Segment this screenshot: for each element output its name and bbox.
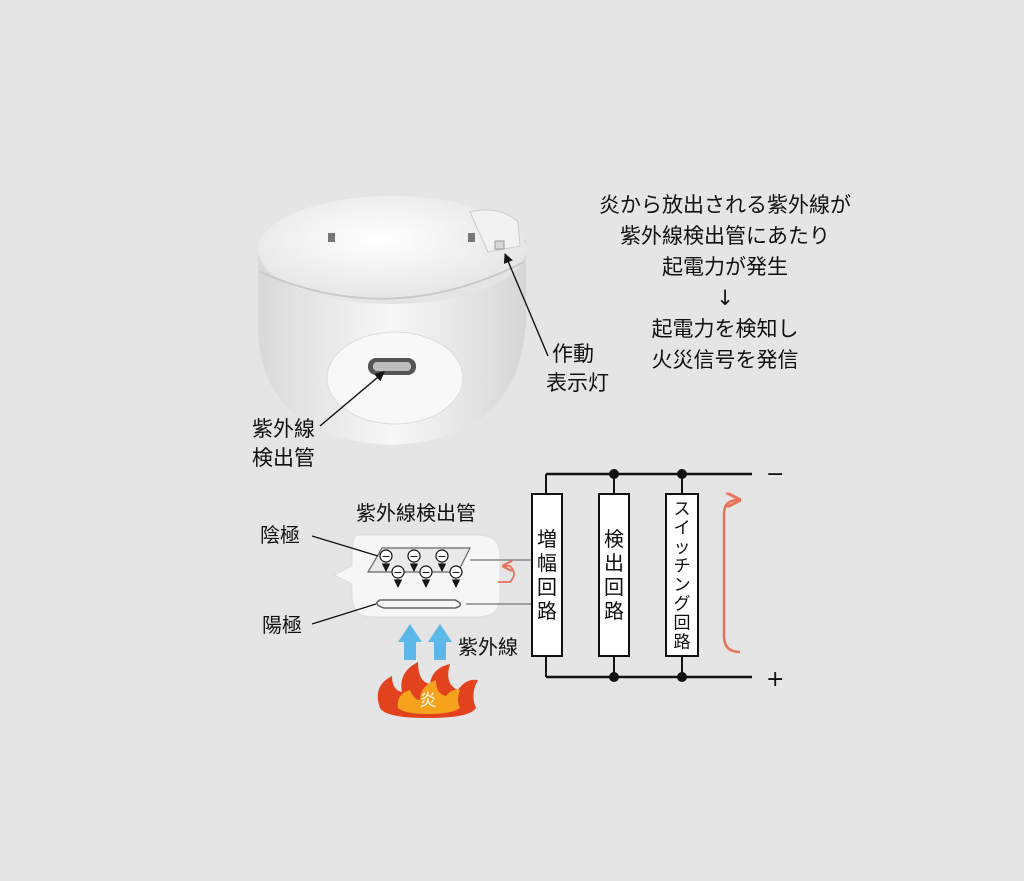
uv-tube-title: 紫外線検出管 [356,501,476,525]
sensor-dome [326,331,464,425]
anode-loop [376,599,462,609]
circuit-label-char: 出 [604,551,624,575]
plus-terminal: + [766,667,784,692]
electron-icon [435,549,449,563]
circuit-label-char: 路 [674,633,691,653]
description-line: 起電力を検知し [651,317,799,341]
electron-sign: − [381,550,390,563]
circuit-label-char: 回 [604,575,624,599]
circuit-label-char: イ [674,519,691,539]
electron-icon [419,565,433,579]
uv-arrows [398,624,452,660]
electron-sign: − [393,566,402,579]
circuit-label-char: 路 [537,599,557,623]
description-line: 炎から放出される紫外線が [599,193,851,217]
circuit-label-char: チ [674,557,691,577]
uv-tube-label-line2: 検出管 [252,446,315,470]
electron-icon [379,549,393,563]
circuit-label-char: ス [674,500,691,520]
seam-line [259,261,525,300]
circuit-label-char: 幅 [537,551,557,575]
circuit-label-char: 増 [537,527,557,551]
description-line: 起電力が発生 [662,255,788,279]
flame-label: 炎 [420,691,437,711]
electrons: −−−−−− [379,549,463,588]
vent-slot [468,233,475,242]
sensor-tube [373,362,411,371]
indicator-label-line2: 表示灯 [546,371,609,395]
indicator-label-line1: 作動 [552,342,594,366]
electron-icon [449,565,463,579]
indicator-lamp [494,240,505,250]
circuit-label-char: 検 [604,527,624,551]
circuit-label-char: 回 [674,614,691,634]
anode-label: 陽極 [262,613,302,637]
circuit-label-char: 路 [604,599,624,623]
flame-icon [377,662,478,718]
circuit-label-char: グ [674,595,691,615]
operation-description: 炎から放出される紫外線が 紫外線検出管にあたり 起電力が発生 ↓ 起電力を検知し… [560,190,890,376]
electron-icon [407,549,421,563]
cathode-label: 陰極 [260,523,300,547]
tube-current-arrow [498,566,515,583]
description-line: 火災信号を発信 [651,348,799,372]
flame-detector [258,196,526,445]
uv-arrow-icon [398,624,422,660]
vent-slot [328,233,335,242]
cathode-leader [311,535,379,557]
detector-tab [469,209,521,253]
uv-tube-label-line1: 紫外線 [252,417,315,441]
circuit-label-char: ン [674,576,691,596]
output-current-arrow [722,500,740,654]
minus-terminal: − [766,462,784,487]
electron-sign: − [409,550,418,563]
circuit-label-char: ッ [674,538,691,558]
down-arrow-icon: ↓ [716,286,734,310]
indicator-leader [503,253,549,357]
uv-tube-leader [319,371,385,427]
electron-sign: − [437,550,446,563]
ultraviolet-label: 紫外線 [458,635,518,659]
description-line: 紫外線検出管にあたり [620,224,830,248]
uv-arrow-icon [428,624,452,660]
electron-sign: − [451,566,460,579]
circuit-label-char: 回 [537,575,557,599]
detector-top [258,196,526,304]
electron-sign: − [421,566,430,579]
electron-icon [391,565,405,579]
anode-leader [311,603,377,625]
